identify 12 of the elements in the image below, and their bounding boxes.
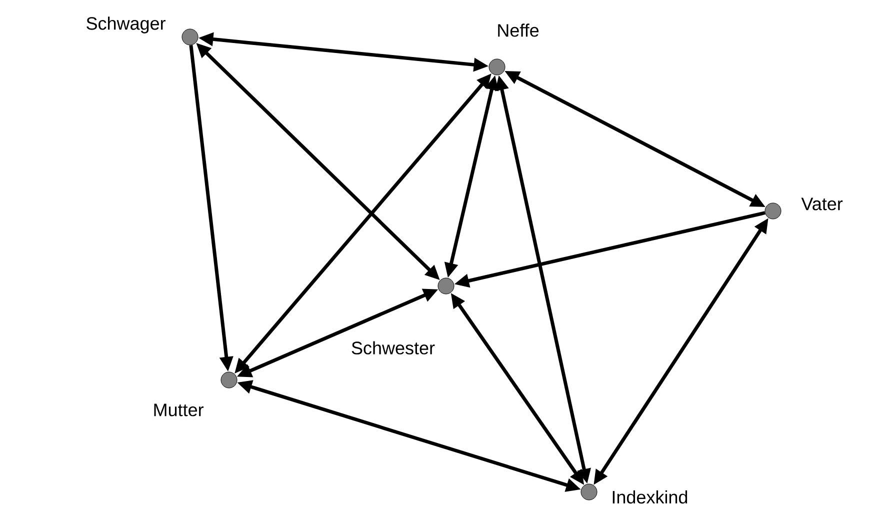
node-label: Schwester — [352, 341, 435, 354]
person-node: Schwester — [352, 278, 454, 354]
node-label: Indexkind — [612, 490, 688, 504]
node-label: Schwager — [86, 16, 166, 34]
node-label: Neffe — [498, 24, 539, 37]
person-node: Mutter — [154, 372, 238, 416]
person-node: Schwager — [86, 16, 198, 46]
person-node: Neffe — [488, 24, 539, 76]
person-node: Indexkind — [580, 484, 688, 504]
node-label: Mutter — [154, 404, 204, 416]
person-node: Vater — [764, 198, 843, 220]
node-label: Vater — [801, 198, 843, 210]
